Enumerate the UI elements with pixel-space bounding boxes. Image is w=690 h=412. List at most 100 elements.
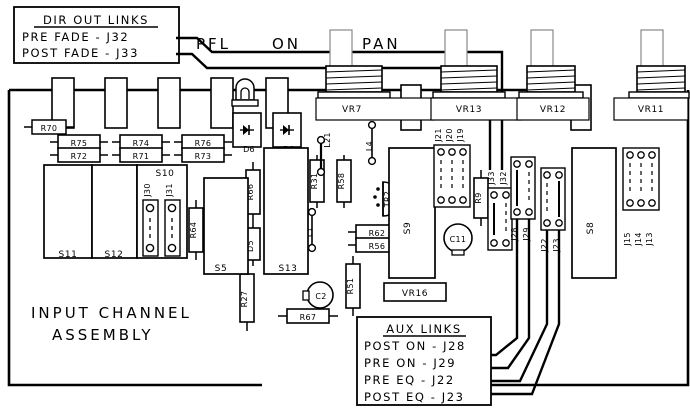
aux-link-row-1: PRE ON - J29 [364, 356, 456, 370]
top-control-labels: PFL ON PAN [196, 35, 401, 53]
capacitor-label-c2: C2 [315, 292, 326, 301]
dir-out-links-box: DIR OUT LINKS PRE FADE - J32 POST FADE -… [13, 6, 180, 64]
jumper-block-j33-j32: J33 J32 [487, 171, 513, 251]
capacitors-group: C11 C2 [302, 223, 473, 309]
aux-link-row-2: PRE EQ - J22 [364, 373, 455, 387]
pot-label-vr11: VR11 [638, 105, 664, 115]
resistor-r76: R76 [174, 134, 232, 150]
jumper-j30: J30 [142, 183, 159, 257]
resistor-label-r76: R76 [195, 139, 212, 148]
capacitor-label-c11: C11 [450, 235, 467, 244]
resistor-r58: R58 [336, 155, 352, 208]
jumper-label-j28: J28 [510, 227, 519, 241]
resistor-label-r31: R31 [310, 173, 319, 190]
resistor-label-r9: R9 [474, 192, 483, 203]
switch-cap-4 [210, 77, 234, 129]
jumper-label-j14: J14 [634, 232, 643, 246]
capacitor-c11: C11 [443, 223, 473, 256]
switch-label-s11: S11 [59, 250, 78, 260]
jumper-block-j15-j13: J15 J14 J13 [622, 147, 660, 247]
jumpers-group: J30 J31 J21 J20 J19 [142, 128, 660, 257]
pot-label-vr12: VR12 [540, 105, 566, 115]
switch-body-s13 [263, 147, 309, 275]
resistor-label-r75: R75 [71, 139, 88, 148]
resistor-label-r51: R51 [346, 278, 355, 295]
pot-vr16: VR16 [383, 282, 447, 302]
jumper-block-j28-j29: J28 J29 [510, 156, 536, 242]
resistor-r74: R74 [112, 134, 170, 150]
jumper-label-j32: J32 [499, 171, 508, 185]
jumper-label-j33: J33 [487, 171, 496, 185]
transistor-label-tr2: TR2 [383, 191, 392, 208]
pot-vr12: VR12 [516, 29, 590, 121]
switch-cap-2 [104, 77, 128, 129]
led-indicator [231, 78, 259, 107]
jumper-label-j30: J30 [143, 183, 152, 197]
resistor-label-r67: R67 [300, 313, 317, 322]
label-on: ON [272, 35, 301, 53]
aux-links-heading: AUX LINKS [386, 322, 461, 336]
dir-out-link-row-0: PRE FADE - J32 [22, 30, 129, 44]
switch-body-s8 [571, 147, 617, 279]
aux-link-row-0: POST ON - J28 [364, 339, 466, 353]
pot-label-vr7: VR7 [342, 105, 362, 115]
resistor-r51: R51 [345, 256, 361, 316]
resistor-label-r71: R71 [133, 152, 150, 161]
label-pan: PAN [362, 35, 401, 53]
resistor-r71: R71 [112, 147, 170, 163]
resistor-label-r74: R74 [133, 139, 150, 148]
jumper-label-j13: J13 [645, 232, 654, 246]
switch-label-s12: S12 [105, 250, 124, 260]
jumper-label-j29: J29 [522, 227, 531, 241]
pot-vr11: VR11 [613, 29, 690, 121]
assembly-title: INPUT CHANNEL ASSEMBLY [31, 304, 189, 344]
switch-label-s5: S5 [215, 264, 228, 274]
resistor-label-r56: R56 [369, 242, 386, 251]
resistor-r67: R67 [278, 308, 338, 324]
jumper-label-j19: J19 [456, 128, 465, 142]
aux-links-box: AUX LINKS POST ON - J28 PRE ON - J29 PRE… [356, 316, 492, 406]
resistor-r27: R27 [239, 265, 255, 331]
resistor-label-r73: R73 [195, 152, 212, 161]
dir-out-link-row-1: POST FADE - J33 [22, 46, 139, 60]
potentiometers: VR7 VR13 VR12 [315, 29, 690, 302]
switch-body-s12 [91, 164, 138, 259]
resistor-label-r62: R62 [369, 229, 386, 238]
jumper-label-j21: J21 [434, 128, 443, 142]
inductors-group: L21 L4 L1 [305, 120, 377, 253]
switch-label-s8: S8 [586, 222, 596, 235]
jumper-label-j31: J31 [165, 183, 174, 197]
diode-label-d5: D5 [246, 240, 255, 252]
capacitor-c2: C2 [302, 281, 334, 309]
switch-label-s10: S10 [156, 169, 175, 179]
inductor-label-l4: L4 [365, 141, 374, 151]
resistor-label-r72: R72 [71, 152, 88, 161]
pot-vr13: VR13 [430, 29, 522, 121]
pot-label-vr13: VR13 [456, 105, 482, 115]
jumper-label-j23: J23 [552, 238, 561, 252]
switch-label-s13: S13 [279, 264, 298, 274]
resistor-label-r70: R70 [41, 124, 58, 133]
switch-body-s11 [43, 164, 93, 259]
aux-link-row-3: POST EQ - J23 [364, 390, 465, 404]
pot-label-vr16: VR16 [402, 289, 428, 299]
resistor-r73: R73 [174, 147, 232, 163]
diode-label-d6: D6 [243, 145, 255, 154]
resistor-label-r27: R27 [240, 291, 249, 308]
jumper-block-j21-j19: J21 J20 J19 [433, 128, 471, 208]
jumper-block-j22-j23: J22 J23 [540, 167, 566, 253]
diode-d6: D6 [232, 112, 262, 154]
inductor-l21: L21 [316, 132, 332, 177]
inductor-label-l21: L21 [323, 132, 332, 148]
resistor-r66: R66 [245, 162, 261, 222]
pot-vr7: VR7 [315, 29, 435, 121]
diode-d5: D5 [245, 222, 261, 266]
resistor-label-r66: R66 [246, 184, 255, 201]
inductor-l1: L1 [305, 207, 317, 253]
resistor-r64: R64 [188, 200, 204, 260]
jumper-label-j22: J22 [540, 238, 549, 252]
inductor-l4: L4 [365, 120, 377, 166]
resistors-group: R70 R75 R72 R74 R71 [24, 119, 489, 331]
